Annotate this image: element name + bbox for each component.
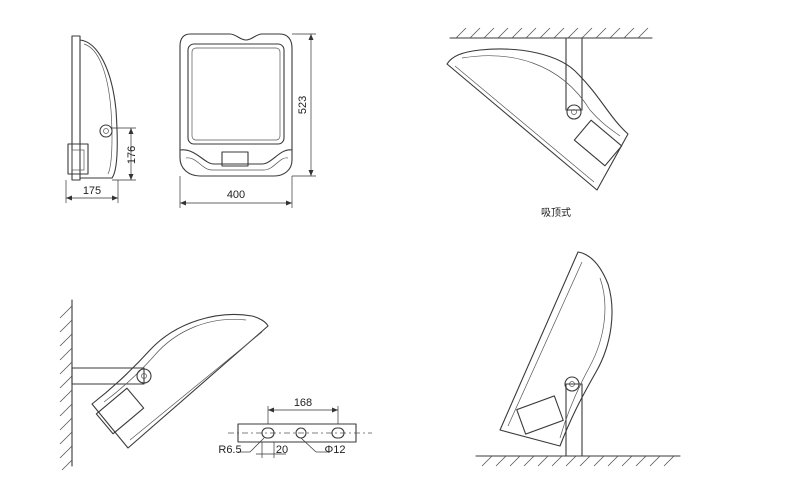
side-mount-height-label: 176 [126,146,138,164]
front-view: 523 400 [179,33,316,208]
side-view: 176 175 [65,35,138,203]
hole-spacing-label: 168 [294,397,312,409]
front-width-label: 400 [227,189,245,201]
hole-diameter-label: Φ12 [324,444,345,456]
bracket-detail: 168 20 R6.5 Φ12 [218,397,372,458]
floor-mount-view [475,251,681,467]
offset-label: 20 [276,444,288,456]
wall-mount-view [59,299,269,471]
radius-label: R6.5 [218,444,241,456]
ceiling-mount-view: 吸顶式 [446,27,653,219]
ceiling-mount-caption: 吸顶式 [541,206,571,219]
side-depth-label: 175 [83,185,101,197]
front-height-label: 523 [297,96,309,114]
